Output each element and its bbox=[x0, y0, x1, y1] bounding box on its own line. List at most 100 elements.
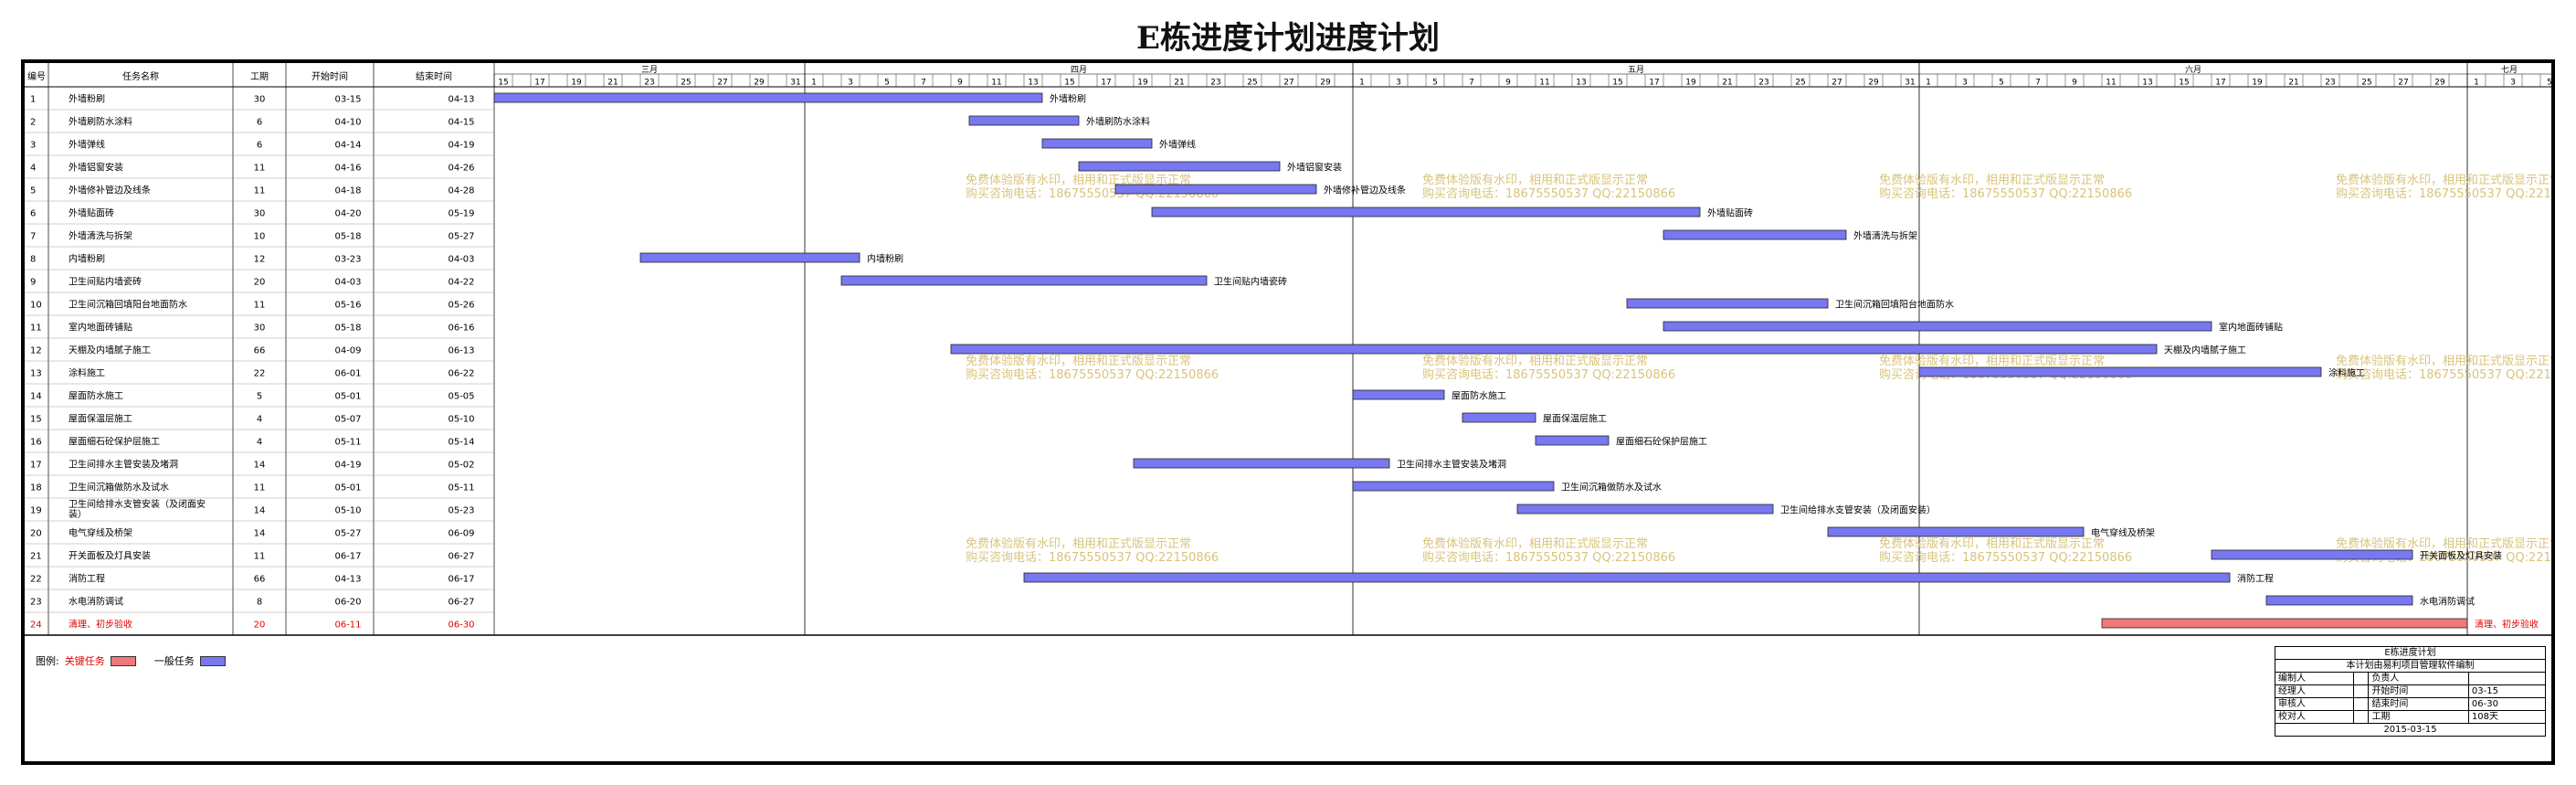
day-label: 7 bbox=[2035, 79, 2041, 88]
task-bar-label: 外墙铝窗安装 bbox=[1287, 162, 1342, 174]
task-duration: 11 bbox=[254, 552, 266, 562]
task-name: 外墙贴面砖 bbox=[69, 207, 114, 219]
day-label: 21 bbox=[2288, 79, 2298, 88]
task-id: 18 bbox=[30, 483, 42, 493]
plan-info-table: E栋进度计划 本计划由易利项目管理软件编制 编制人 负责人 经理人 开始时间 0… bbox=[2274, 646, 2547, 737]
watermark-text: 购买咨询电话：18675550537 QQ:22150866 bbox=[2336, 186, 2551, 201]
task-end: 06-09 bbox=[448, 529, 474, 539]
day-label: 3 bbox=[1396, 79, 1401, 88]
task-duration: 10 bbox=[254, 232, 266, 242]
task-id: 1 bbox=[30, 95, 36, 105]
task-duration: 4 bbox=[257, 438, 262, 448]
task-start: 04-18 bbox=[334, 186, 361, 196]
task-bar bbox=[1663, 229, 1847, 240]
task-bar-label: 外墙粉刷 bbox=[1050, 93, 1086, 105]
task-id: 12 bbox=[30, 346, 42, 356]
task-end: 06-13 bbox=[448, 346, 474, 356]
task-id: 9 bbox=[30, 278, 36, 288]
task-bar bbox=[1462, 412, 1536, 423]
day-label: 23 bbox=[1758, 79, 1768, 88]
task-bar bbox=[1827, 526, 2085, 537]
task-bar-label: 室内地面砖铺贴 bbox=[2219, 322, 2283, 334]
task-duration: 14 bbox=[254, 461, 266, 471]
task-end: 04-13 bbox=[448, 95, 474, 105]
task-name: 水电消防调试 bbox=[69, 596, 123, 608]
task-name: 清理、初步验收 bbox=[69, 619, 132, 631]
task-bar-label: 卫生间给排水支管安装（及闭面安装） bbox=[1780, 504, 1936, 516]
task-name: 开关面板及灯具安装 bbox=[69, 550, 151, 562]
task-start: 04-09 bbox=[334, 346, 361, 356]
info-label: 校对人 bbox=[2274, 710, 2355, 724]
task-bar bbox=[1352, 481, 1555, 492]
watermark-text: 购买咨询电话：18675550537 QQ:22150866 bbox=[966, 550, 1219, 565]
task-end: 06-27 bbox=[448, 598, 474, 608]
task-end: 04-22 bbox=[448, 278, 474, 288]
day-label: 7 bbox=[1469, 79, 1474, 88]
task-bar-label: 外墙修补管边及线条 bbox=[1324, 185, 1406, 196]
task-start: 06-20 bbox=[334, 598, 361, 608]
info-value bbox=[2353, 710, 2370, 724]
task-start: 05-11 bbox=[334, 438, 361, 448]
month-label: 七月 bbox=[2501, 65, 2518, 75]
watermark-text: 免费体验版有水印，相用和正式版显示正常 bbox=[1879, 536, 2105, 551]
task-bar-label: 涂料施工 bbox=[2328, 367, 2365, 379]
day-label: 9 bbox=[957, 79, 963, 88]
month-label: 四月 bbox=[1071, 65, 1087, 75]
task-bar bbox=[2265, 595, 2413, 606]
day-label: 29 bbox=[754, 79, 765, 88]
watermark-text: 免费体验版有水印，相用和正式版显示正常 bbox=[1879, 354, 2105, 368]
task-bar bbox=[968, 115, 1080, 126]
task-bar bbox=[1663, 321, 2212, 332]
watermark-text: 免费体验版有水印，相用和正式版显示正常 bbox=[1422, 536, 1648, 551]
task-start: 05-10 bbox=[334, 506, 361, 516]
info-value: 06-30 bbox=[2467, 697, 2547, 711]
task-duration: 4 bbox=[257, 415, 262, 425]
day-label: 23 bbox=[2325, 79, 2335, 88]
column-header: 任务名称 bbox=[122, 70, 159, 82]
task-bar bbox=[1133, 458, 1390, 469]
task-bar-label: 屋面保温层施工 bbox=[1543, 413, 1607, 425]
task-bar-label: 水电消防调试 bbox=[2420, 596, 2475, 608]
day-label: 13 bbox=[2142, 79, 2152, 88]
day-label: 25 bbox=[2361, 79, 2371, 88]
page-title: E栋进度计划进度计划 bbox=[1136, 20, 1440, 57]
task-end: 05-14 bbox=[448, 438, 474, 448]
task-bar-label: 电气穿线及桥架 bbox=[2091, 527, 2155, 539]
task-id: 24 bbox=[30, 621, 42, 631]
task-id: 10 bbox=[30, 301, 42, 311]
task-name: 卫生间沉箱做防水及试水 bbox=[69, 482, 169, 493]
task-end: 04-28 bbox=[448, 186, 474, 196]
task-bar-label: 屋面防水施工 bbox=[1452, 390, 1506, 402]
info-title: E栋进度计划 bbox=[2275, 646, 2546, 660]
task-name: 外墙刷防水涂料 bbox=[69, 116, 132, 128]
day-label: 17 bbox=[1101, 79, 1111, 88]
task-bar-label: 卫生间贴内墙瓷砖 bbox=[1214, 276, 1287, 288]
task-id: 16 bbox=[30, 438, 42, 448]
task-bar bbox=[950, 344, 2158, 355]
task-bar-label: 清理、初步验收 bbox=[2475, 619, 2539, 631]
task-name: 消防工程 bbox=[69, 573, 105, 585]
day-label: 5 bbox=[884, 79, 890, 88]
day-label: 23 bbox=[644, 79, 654, 88]
day-label: 3 bbox=[848, 79, 853, 88]
task-bar-label: 卫生间沉箱做防水及试水 bbox=[1561, 482, 1662, 493]
day-label: 27 bbox=[717, 79, 727, 88]
task-duration: 30 bbox=[254, 324, 266, 334]
info-date: 2015-03-15 bbox=[2275, 723, 2546, 737]
day-label: 29 bbox=[1868, 79, 1879, 88]
info-label: 编制人 bbox=[2274, 672, 2355, 685]
day-label: 1 bbox=[811, 79, 817, 88]
task-name: 屋面细石砼保护层施工 bbox=[69, 436, 160, 448]
day-label: 9 bbox=[2072, 79, 2077, 88]
task-start: 04-10 bbox=[334, 118, 361, 128]
task-bar-label: 外墙贴面砖 bbox=[1707, 207, 1753, 219]
task-start: 04-20 bbox=[334, 209, 361, 219]
task-bar-label: 外墙清洗与拆架 bbox=[1853, 230, 1917, 242]
task-name: 外墙铝窗安装 bbox=[69, 162, 123, 174]
task-duration: 30 bbox=[254, 95, 266, 105]
task-name: 屋面防水施工 bbox=[69, 390, 123, 402]
day-label: 5 bbox=[1999, 79, 2004, 88]
task-duration: 11 bbox=[254, 164, 266, 174]
day-label: 7 bbox=[921, 79, 926, 88]
legend-normal-swatch bbox=[199, 655, 226, 666]
